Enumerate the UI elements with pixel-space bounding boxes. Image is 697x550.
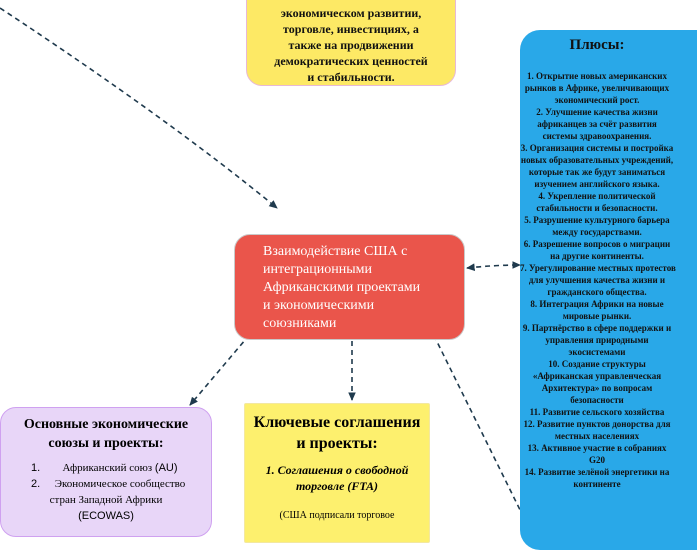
pluses-line: изучением английского языка. (534, 179, 660, 189)
connector-right (466, 261, 521, 272)
pluses-line: Архитектура» по вопросам (541, 383, 653, 393)
key-agreements-title-line: и проекты: (296, 435, 378, 452)
connector-bottom-right (409, 286, 526, 520)
key-agreements-note: (США подписали торговое (279, 510, 395, 521)
pluses-line: стабильности и безопасности. (536, 203, 658, 213)
list-item-text-line2: стран Западной Африки (49, 494, 163, 506)
key-agreements-subheading: 1. Соглашения о свободной торговле (FTA) (245, 462, 429, 494)
pluses-list: 1. Открытие новых американских рынков в … (520, 70, 676, 490)
pluses-card[interactable]: Плюсы: 1. Открытие новых американских ры… (520, 30, 697, 550)
list-item-text: Африканский союз (AU) (1, 460, 211, 476)
list-item-abbr: (ECOWAS) (78, 510, 134, 522)
pluses-line: на другие континенты. (550, 251, 644, 261)
pluses-line: континенте (573, 479, 621, 489)
central-topic-line: Взаимодействие США с (263, 244, 408, 259)
key-agreements-subheading-line: торговле (FTA) (295, 479, 379, 493)
pluses-line: системы здравоохранения. (542, 131, 652, 141)
pluses-title: Плюсы: (569, 37, 625, 53)
top-summary-line: также на продвижении (288, 38, 414, 52)
list-item: 2. Экономическое сообщество (1, 476, 211, 492)
top-summary-line: экономическом развитии, (280, 6, 422, 20)
pluses-line: 7. Урегулирование местных протестов (520, 263, 676, 273)
pluses-line: 8. Интеграция Африки на новые (530, 299, 664, 309)
pluses-line: африканцев за счёт развития (537, 119, 657, 129)
central-topic-line: Африканскими проектами (263, 280, 421, 295)
pluses-line: которые так же будут заниматься (528, 167, 666, 177)
top-summary-line: демократических ценностей (274, 54, 428, 68)
central-topic-node[interactable]: Взаимодействие США с интеграционными Афр… (234, 234, 465, 340)
connector-top-left (0, 7, 278, 209)
top-summary-card[interactable]: экономическом развитии, торговле, инвест… (246, 0, 456, 86)
pluses-line: для улучшения качества жизни и (528, 275, 666, 285)
top-summary-line: и стабильности. (307, 70, 395, 84)
pluses-line: 2. Улучшение качества жизни (536, 107, 658, 117)
pluses-line: 3. Организация системы и постройка (520, 143, 674, 153)
economic-unions-list: 1. Африканский союз (AU) 2. Экономическо… (1, 460, 211, 524)
key-agreements-subheading-line: 1. Соглашения о свободной (265, 463, 409, 477)
connector-bottom-left (189, 286, 291, 406)
list-item-continued: (ECOWAS) (1, 508, 211, 524)
central-topic-line: и экономическими (263, 298, 375, 313)
pluses-line: 14. Развитие зелёной энергетики на (524, 467, 670, 477)
pluses-line: управления природными (545, 335, 649, 345)
pluses-line: 5. Разрушение культурного барьера (524, 215, 670, 225)
list-item-text: Экономическое сообщество (54, 478, 186, 490)
pluses-line: 1. Открытие новых американских (526, 71, 667, 81)
top-summary-line: торговле, инвестициях, а (283, 22, 419, 36)
list-item: 1. Африканский союз (AU) (1, 460, 211, 476)
pluses-line: 9. Партнёрство в сфере поддержки и (522, 323, 672, 333)
list-item-continued: стран Западной Африки (1, 492, 211, 508)
pluses-line: новых образовательных учреждений, (520, 155, 674, 165)
central-topic-line: интеграционными (263, 262, 372, 277)
economic-unions-title-line: союзы и проекты: (48, 436, 164, 451)
pluses-line: 11. Развитие сельского хозяйства (529, 407, 665, 417)
key-agreements-title: Ключевые соглашения и проекты: (245, 412, 429, 454)
pluses-line: «Африканская управленческая (532, 371, 662, 381)
list-item-label: Африканский союз (62, 462, 153, 474)
list-item-number: 1. (31, 462, 41, 474)
pluses-line: местных населениях (554, 431, 640, 441)
pluses-line: 6. Разрешение вопросов о миграции (523, 239, 671, 249)
list-item-abbr: (AU) (154, 462, 178, 474)
pluses-line: 13. Активное участие в собраниях (527, 443, 667, 453)
economic-unions-card[interactable]: Основные экономические союзы и проекты: … (0, 407, 212, 537)
economic-unions-title-line: Основные экономические (23, 417, 189, 432)
pluses-line: мировые рынки. (562, 311, 632, 321)
pluses-line: между государствами. (552, 227, 642, 237)
pluses-line: 10. Создание структуры (548, 359, 646, 369)
pluses-line: 12. Развитие пунктов донорства для (523, 419, 671, 429)
pluses-line: экономический рост. (554, 95, 640, 105)
key-agreements-card[interactable]: Ключевые соглашения и проекты: 1. Соглаш… (244, 403, 430, 543)
pluses-line: гражданского общества. (547, 287, 647, 297)
economic-unions-title: Основные экономические союзы и проекты: (1, 415, 211, 453)
pluses-line: безопасности (570, 395, 624, 405)
pluses-line: G20 (588, 455, 605, 465)
pluses-line: рынков в Африке, увеличивающих (524, 83, 670, 93)
list-item-number: 2. (31, 478, 41, 490)
pluses-line: экосистемами (568, 347, 626, 357)
pluses-line: 4. Укрепление политической (538, 191, 656, 201)
central-topic-line: союзниками (263, 316, 337, 331)
key-agreements-title-line: Ключевые соглашения (253, 414, 421, 431)
